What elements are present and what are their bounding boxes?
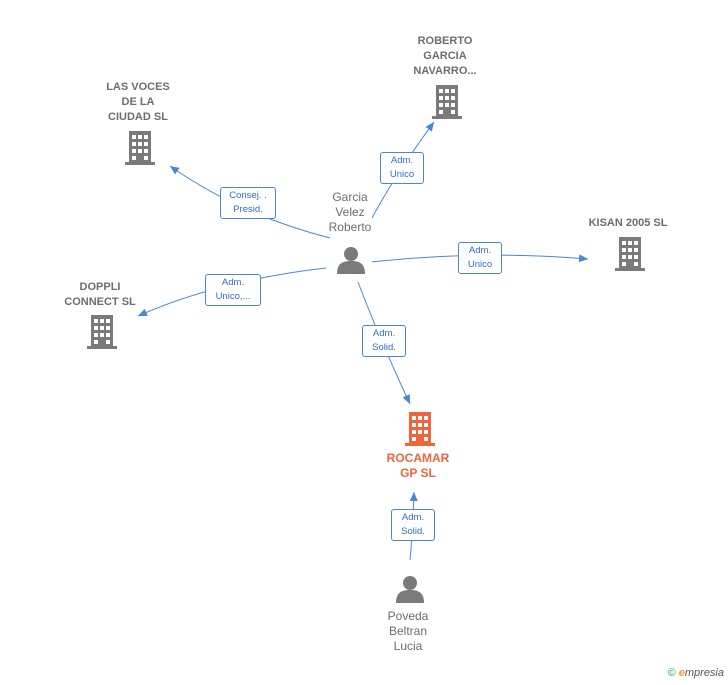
node-label-doppli-connect[interactable]: DOPPLI CONNECT SL	[64, 281, 136, 308]
building-icon-las-voces[interactable]	[125, 131, 155, 165]
copyright-symbol: ©	[667, 667, 676, 679]
building-icon-rocamar[interactable]	[405, 412, 435, 446]
edge-label-to-kisan[interactable]: Adm. Unico	[458, 242, 502, 274]
building-icon-kisan[interactable]	[615, 237, 645, 271]
edge-label-to-doppli[interactable]: Adm. Unico,...	[205, 274, 261, 306]
building-icon-doppli[interactable]	[87, 315, 117, 349]
node-label-las-voces-de-la-ciudad[interactable]: LAS VOCES DE LA CIUDAD SL	[106, 81, 170, 123]
edge-label-to-roberto[interactable]: Adm. Unico	[380, 152, 424, 184]
node-label-garcia-velez-roberto[interactable]: Garcia Velez Roberto	[328, 190, 372, 234]
edge-label-poveda-to-rocamar[interactable]: Adm. Solid.	[391, 509, 435, 541]
person-icon-garcia-velez[interactable]	[337, 247, 365, 274]
node-label-poveda-beltran-lucia[interactable]: Poveda Beltran Lucia	[387, 609, 429, 653]
footer-brand[interactable]: © empresia	[668, 667, 724, 679]
building-icon-roberto[interactable]	[432, 85, 462, 119]
node-label-kisan-2005[interactable]: KISAN 2005 SL	[588, 217, 668, 229]
brand-name: mpresia	[684, 667, 724, 679]
edge-label-to-las-voces[interactable]: Consej. . Presid.	[220, 187, 276, 219]
edge-label-to-rocamar[interactable]: Adm. Solid.	[362, 325, 406, 357]
brand-initial: e	[678, 667, 685, 679]
person-icon-poveda[interactable]	[396, 576, 424, 603]
node-label-rocamar-gp[interactable]: ROCAMAR GP SL	[386, 451, 450, 480]
node-label-roberto-garcia-navarro[interactable]: ROBERTO GARCIA NAVARRO...	[413, 35, 477, 77]
